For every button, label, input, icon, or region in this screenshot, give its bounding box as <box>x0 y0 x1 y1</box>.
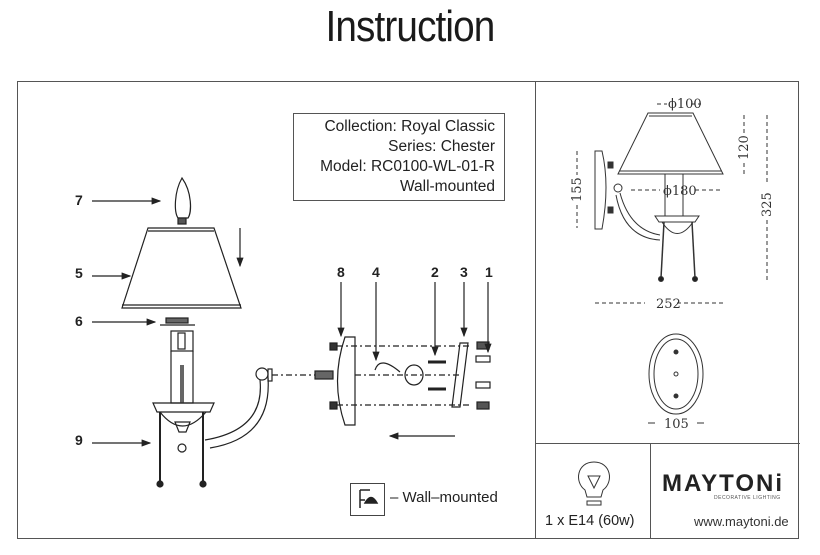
oval-backplate <box>648 333 704 415</box>
dim-backplate <box>594 150 607 230</box>
dim-top-diameter: ϕ100 <box>668 97 702 112</box>
dim-shade <box>617 112 724 175</box>
wiring <box>374 362 401 373</box>
drip-pan <box>152 402 215 413</box>
callout-6: 6 <box>75 313 83 329</box>
bulb-spec: 1 x E14 (60w) <box>545 513 635 529</box>
model-label: Model: RC0100-WL-01-R <box>320 158 495 175</box>
dim-shade-height: 120 <box>737 135 752 160</box>
dim-backplate-width: 105 <box>664 417 689 432</box>
divider-footer <box>650 443 651 539</box>
shade-ring <box>165 317 189 324</box>
divider-horizontal <box>535 443 800 444</box>
legend-icon-box <box>350 483 385 516</box>
product-info-box: Collection: Royal Classic Series: Cheste… <box>293 113 505 201</box>
callout-5: 5 <box>75 265 83 281</box>
arm-knuckle <box>255 367 269 381</box>
divider-vertical <box>535 81 536 539</box>
instruction-frame <box>17 81 799 539</box>
socket <box>170 330 194 352</box>
crystal-drape <box>159 411 207 427</box>
lamp-shade <box>121 227 242 309</box>
dim-total-height: 325 <box>760 192 775 217</box>
mounting-bar <box>451 342 469 408</box>
dim-bottom-diameter: ϕ180 <box>663 184 697 199</box>
brand-logo: MAYTONi <box>662 470 785 497</box>
series-label: Series: Chester <box>388 138 495 155</box>
bulb-base <box>177 217 187 225</box>
dim-backplate-height: 155 <box>570 177 585 202</box>
callout-1: 1 <box>485 264 493 280</box>
callout-9: 9 <box>75 432 83 448</box>
collection-label: Collection: Royal Classic <box>324 118 495 135</box>
wall-mount-icon <box>359 489 379 508</box>
callout-3: 3 <box>460 264 468 280</box>
callout-8: 8 <box>337 264 345 280</box>
page-title: Instruction <box>325 2 496 51</box>
brand-tagline: DECORATIVE LIGHTING <box>714 495 781 501</box>
legend-text: – Wall–mounted <box>390 489 498 506</box>
callout-2: 2 <box>431 264 439 280</box>
dimension-drawing <box>576 103 768 506</box>
callout-7: 7 <box>75 192 83 208</box>
callout-4: 4 <box>372 264 380 280</box>
dim-depth: 252 <box>656 297 681 312</box>
terminal-block <box>404 364 424 386</box>
light-bulb-icon <box>578 461 610 506</box>
mounting-label: Wall-mounted <box>399 178 495 195</box>
brand-website[interactable]: www.maytoni.de <box>694 514 789 529</box>
backplate <box>336 336 356 426</box>
arm <box>204 379 261 441</box>
candle-bulb <box>174 176 192 219</box>
